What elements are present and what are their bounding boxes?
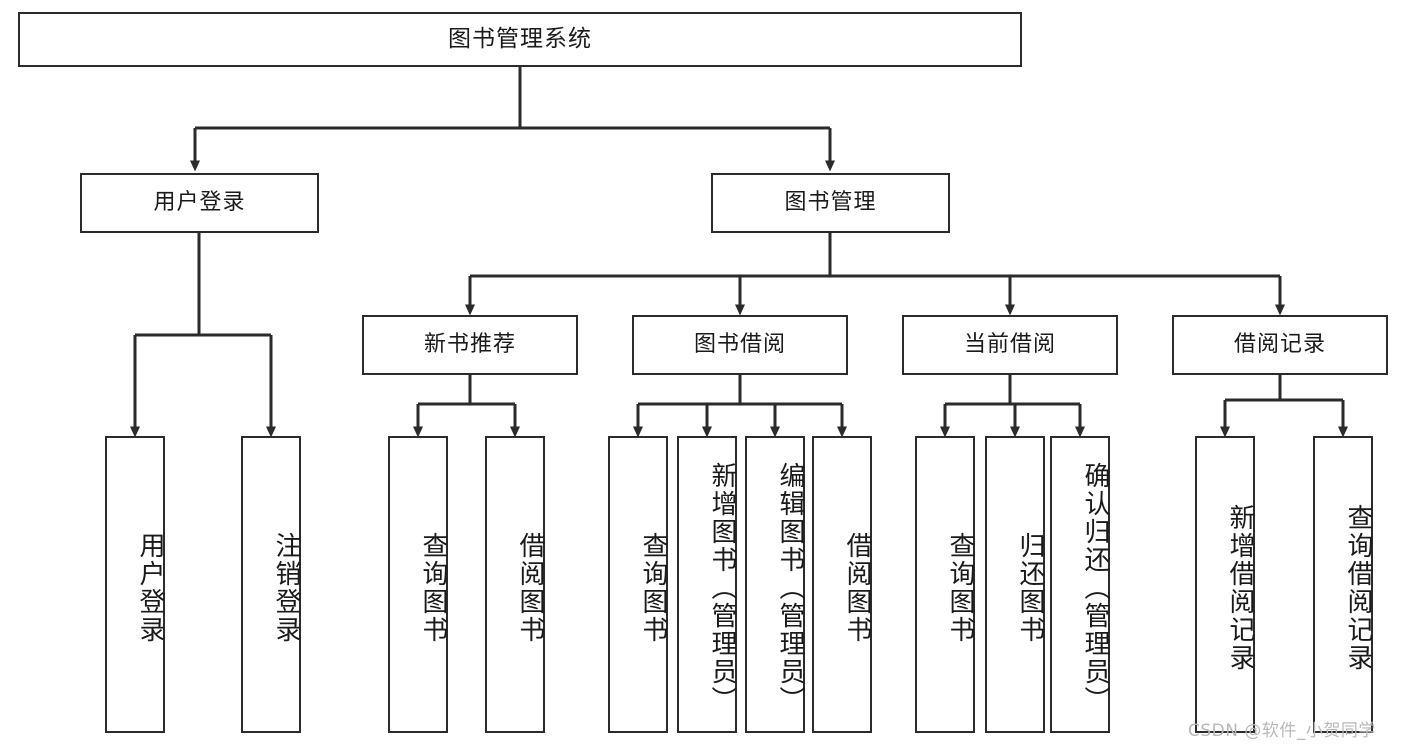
leaf-borrow-record-query[interactable]: 查询借阅记录 bbox=[1313, 436, 1373, 733]
leaf-borrow-record-add[interactable]: 新增借阅记录 bbox=[1195, 436, 1255, 733]
node-label: 用户登录 bbox=[153, 189, 246, 215]
node-user-login[interactable]: 用户登录 bbox=[80, 173, 319, 233]
node-root-system[interactable]: 图书管理系统 bbox=[18, 12, 1022, 67]
leaf-book-borrow-add[interactable]: 新增图书（管理员） bbox=[677, 436, 737, 733]
node-label: 编辑图书（管理员） bbox=[775, 461, 805, 714]
node-label: 借阅图书 bbox=[515, 531, 545, 644]
node-label: 查询图书 bbox=[638, 531, 668, 644]
leaf-user-login-login[interactable]: 用户登录 bbox=[105, 436, 165, 733]
node-label: 当前借阅 bbox=[963, 331, 1056, 357]
node-label: 查询图书 bbox=[945, 531, 975, 644]
node-label: 图书管理系统 bbox=[448, 25, 592, 52]
node-book-borrow[interactable]: 图书借阅 bbox=[632, 315, 848, 375]
node-label: 查询图书 bbox=[418, 531, 448, 644]
leaf-new-book-query[interactable]: 查询图书 bbox=[388, 436, 448, 733]
node-label: 注销登录 bbox=[271, 531, 301, 644]
leaf-book-borrow-borrow[interactable]: 借阅图书 bbox=[812, 436, 872, 733]
node-label: 借阅图书 bbox=[842, 531, 872, 644]
node-label: 借阅记录 bbox=[1233, 331, 1326, 357]
leaf-book-borrow-edit[interactable]: 编辑图书（管理员） bbox=[745, 436, 805, 733]
node-new-book-recommend[interactable]: 新书推荐 bbox=[362, 315, 578, 375]
node-label: 新书推荐 bbox=[423, 331, 516, 357]
csdn-watermark: CSDN @软件_小贺同学 bbox=[1188, 721, 1376, 741]
node-label: 新增借阅记录 bbox=[1225, 503, 1255, 672]
leaf-current-borrow-query[interactable]: 查询图书 bbox=[915, 436, 975, 733]
node-current-borrow[interactable]: 当前借阅 bbox=[902, 315, 1118, 375]
node-borrow-record[interactable]: 借阅记录 bbox=[1172, 315, 1388, 375]
node-label: 确认归还（管理员） bbox=[1080, 461, 1110, 714]
node-label: 新增图书（管理员） bbox=[707, 461, 737, 714]
leaf-new-book-borrow[interactable]: 借阅图书 bbox=[485, 436, 545, 733]
leaf-user-login-logout[interactable]: 注销登录 bbox=[241, 436, 301, 733]
leaf-current-borrow-confirm-return[interactable]: 确认归还（管理员） bbox=[1050, 436, 1110, 733]
node-label: 图书管理 bbox=[784, 189, 877, 215]
node-label: 归还图书 bbox=[1015, 531, 1045, 644]
node-label: 用户登录 bbox=[135, 531, 165, 644]
leaf-book-borrow-query[interactable]: 查询图书 bbox=[608, 436, 668, 733]
leaf-current-borrow-return[interactable]: 归还图书 bbox=[985, 436, 1045, 733]
node-book-management[interactable]: 图书管理 bbox=[711, 173, 950, 233]
node-label: 查询借阅记录 bbox=[1343, 503, 1373, 672]
node-label: 图书借阅 bbox=[693, 331, 786, 357]
